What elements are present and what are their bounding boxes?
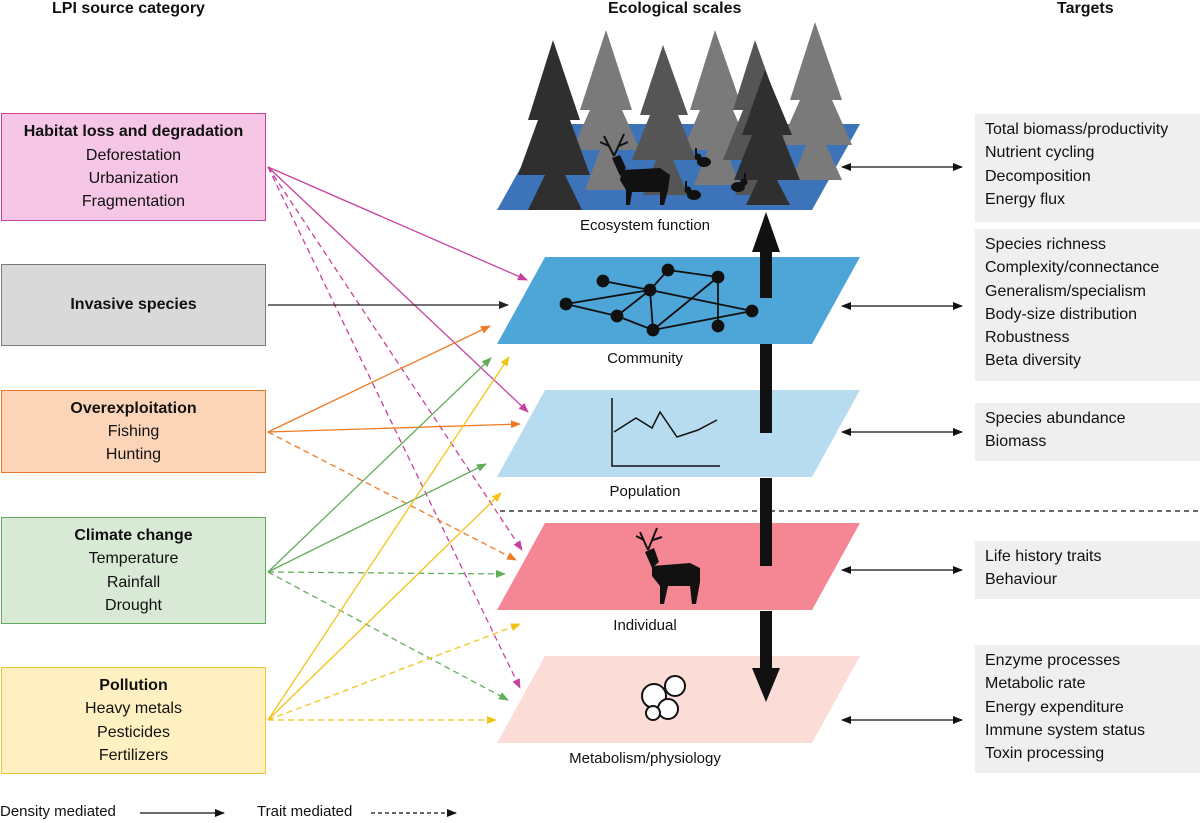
target-item: Biomass (985, 433, 1047, 451)
plane-population (497, 390, 860, 477)
target-item: Immune system status (985, 721, 1146, 739)
source-item: Pesticides (97, 723, 170, 741)
legend-trait-label: Trait mediated (257, 803, 353, 820)
target-item: Body-size distribution (985, 305, 1138, 323)
target-item: Energy expenditure (985, 698, 1124, 716)
arrow-habitat-individual (267, 166, 523, 551)
layer-label-metabolism: Metabolism/physiology (569, 750, 721, 767)
arrow-pollution-individual (267, 623, 521, 721)
plane-metabolism (497, 656, 860, 743)
source-title: Climate change (74, 526, 193, 544)
targets-header: Targets (1057, 0, 1114, 17)
targets-population: Species abundance Biomass (975, 403, 1200, 461)
target-item: Energy flux (985, 190, 1066, 208)
source-item: Temperature (88, 550, 179, 568)
source-overexploitation: Overexploitation Fishing Hunting (1, 390, 266, 473)
source-item: Fishing (107, 422, 160, 440)
source-item: Rainfall (106, 573, 161, 591)
arrow-pollution-population (267, 492, 502, 721)
layer-label-ecosystem: Ecosystem function (579, 217, 711, 234)
network-illustration (559, 263, 759, 337)
target-item: Robustness (985, 329, 1070, 347)
scale-axis-arrow (752, 212, 780, 702)
layer-label-individual: Individual (613, 617, 677, 634)
target-item: Metabolic rate (985, 675, 1086, 693)
source-climate-change: Climate change Temperature Rainfall Drou… (1, 517, 266, 624)
target-item: Beta diversity (985, 352, 1082, 370)
source-title: Invasive species (70, 296, 197, 314)
source-title: Overexploitation (70, 399, 197, 417)
target-item: Toxin processing (985, 745, 1105, 763)
target-item: Total biomass/productivity (985, 121, 1169, 138)
population-graph-illustration (611, 398, 720, 467)
arrow-habitat-community (267, 166, 528, 281)
target-item: Life history traits (985, 548, 1102, 565)
targets-ecosystem: Total biomass/productivity Nutrient cycl… (975, 114, 1200, 222)
arrow-overexploitation-community (267, 325, 491, 433)
source-item: Deforestation (85, 146, 182, 164)
target-item: Enzyme processes (985, 652, 1121, 669)
target-item: Generalism/specialism (985, 282, 1146, 300)
target-item: Nutrient cycling (985, 144, 1095, 162)
legend-density-label: Density mediated (0, 803, 116, 820)
source-title: Habitat loss and degradation (23, 123, 244, 141)
arrow-habitat-metabolism (267, 166, 521, 689)
source-arrows (267, 166, 529, 724)
plane-community (497, 257, 860, 344)
arrow-climate-metabolism (267, 571, 509, 701)
target-links (841, 163, 963, 724)
arrow-climate-community (267, 357, 492, 573)
source-item: Fragmentation (81, 193, 186, 211)
target-item: Behaviour (985, 571, 1058, 589)
source-item: Fertilizers (98, 746, 169, 764)
sources-header: LPI source category (52, 0, 205, 17)
arrow-climate-individual (267, 569, 506, 578)
source-item: Urbanization (88, 170, 179, 187)
source-item: Heavy metals (85, 700, 182, 718)
source-pollution: Pollution Heavy metals Pesticides Fertil… (1, 667, 266, 774)
source-item: Hunting (105, 446, 162, 464)
source-invasive-species: Invasive species (1, 264, 266, 346)
arrow-habitat-population (267, 166, 529, 413)
targets-individual: Life history traits Behaviour (975, 541, 1200, 599)
arrow-climate-population (267, 463, 487, 573)
arrow-overexploitation-population (267, 420, 521, 433)
source-title: Pollution (99, 676, 168, 694)
forest-illustration (518, 22, 852, 210)
scales-header: Ecological scales (608, 0, 742, 17)
targets-community: Species richness Complexity/connectance … (975, 229, 1200, 381)
layer-label-population: Population (609, 483, 681, 500)
arrow-overexploitation-individual (267, 431, 517, 561)
target-item: Species abundance (985, 410, 1126, 427)
individual-deer-illustration (635, 527, 700, 604)
source-item: Drought (105, 596, 162, 614)
target-item: Decomposition (985, 167, 1091, 185)
layer-label-community: Community (607, 350, 683, 367)
target-item: Species richness (985, 236, 1106, 253)
cells-illustration (641, 675, 686, 721)
arrow-pollution-community (267, 356, 510, 721)
targets-metabolism: Enzyme processes Metabolic rate Energy e… (975, 645, 1200, 773)
source-habitat-loss: Habitat loss and degradation Deforestati… (1, 113, 266, 221)
target-item: Complexity/connectance (985, 259, 1160, 277)
